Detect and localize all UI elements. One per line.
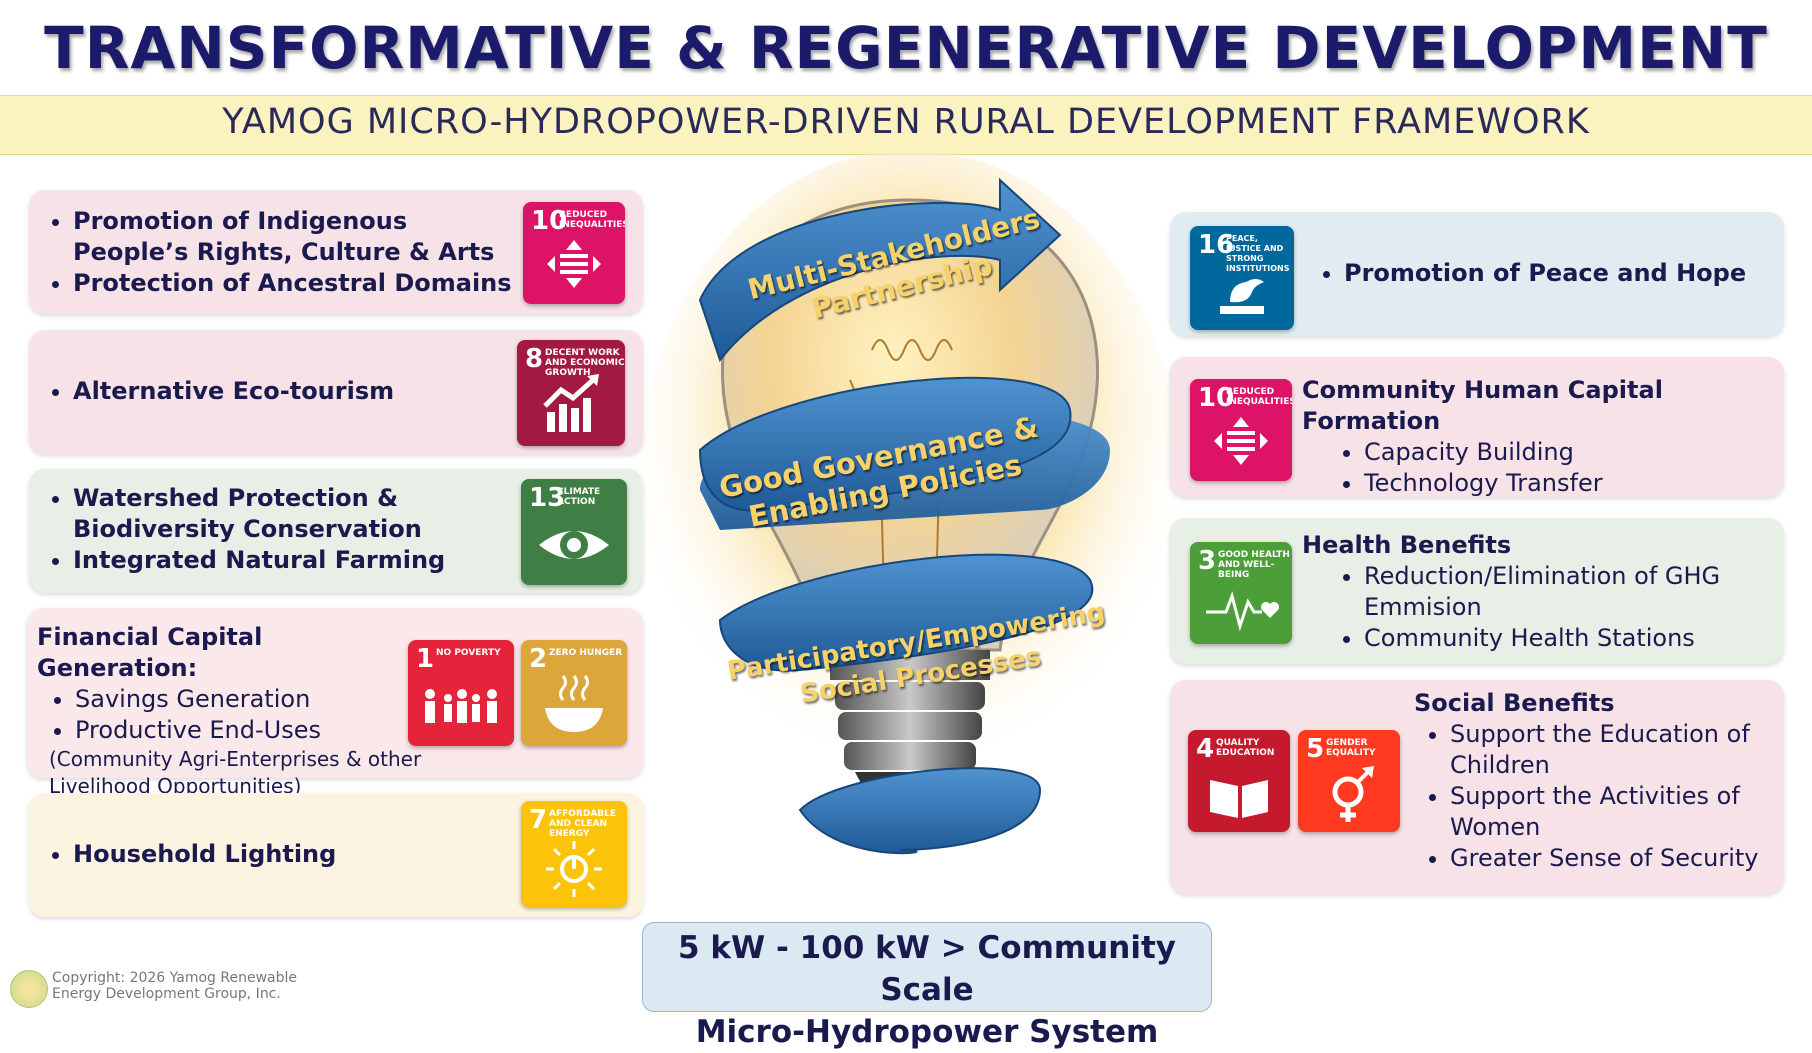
card-financial-capital: Financial Capital Generation: Savings Ge… xyxy=(27,608,643,798)
list-item: Watershed Protection & Biodiversity Cons… xyxy=(73,483,549,545)
page-subtitle: YAMOG MICRO-HYDROPOWER-DRIVEN RURAL DEVE… xyxy=(222,102,1590,142)
list-item: Productive End-Uses xyxy=(75,715,427,746)
list-item: Support the Education of Children xyxy=(1450,719,1774,781)
company-logo xyxy=(10,970,48,1008)
subtitle-banner xyxy=(0,95,1812,155)
list-item: Protection of Ancestral Domains xyxy=(73,268,519,299)
list-item: Savings Generation xyxy=(75,684,427,715)
list-item: Capacity Building xyxy=(1364,437,1772,468)
section-heading: Social Benefits xyxy=(1414,689,1615,717)
list-item: Promotion of Peace and Hope xyxy=(1344,258,1760,289)
list-item: Community Health Stations xyxy=(1364,623,1772,654)
page-title: TRANSFORMATIVE & REGENERATIVE DEVELOPMEN… xyxy=(44,14,1768,82)
section-heading: Community Human Capital Formation xyxy=(1302,376,1663,435)
system-scale-line1: 5 kW - 100 kW > Community Scale xyxy=(678,930,1176,1008)
list-item: Support the Activities of Women xyxy=(1450,781,1774,843)
system-scale-line2: Micro-Hydropower System xyxy=(695,1014,1159,1050)
list-item: Greater Sense of Security xyxy=(1450,843,1774,874)
list-item: Integrated Natural Farming xyxy=(73,545,549,576)
card-watershed: Watershed Protection & Biodiversity Cons… xyxy=(29,469,643,593)
list-item: Household Lighting xyxy=(73,839,519,870)
system-scale-box: 5 kW - 100 kW > Community Scale Micro-Hy… xyxy=(642,922,1212,1050)
section-heading: Health Benefits xyxy=(1302,531,1512,559)
section-heading: Financial Capital Generation: xyxy=(37,623,263,682)
card-indigenous-rights: Promotion of Indigenous People’s Rights,… xyxy=(29,190,643,314)
list-item: Technology Transfer xyxy=(1364,468,1772,499)
note-text: (Community Agri-Enterprises & other Live… xyxy=(49,747,422,798)
list-item: Promotion of Indigenous People’s Rights,… xyxy=(73,206,519,268)
list-item: Alternative Eco-tourism xyxy=(73,376,519,407)
list-item: Reduction/Elimination of GHG Emmision xyxy=(1364,561,1772,623)
lightbulb-illustration xyxy=(640,150,1180,855)
